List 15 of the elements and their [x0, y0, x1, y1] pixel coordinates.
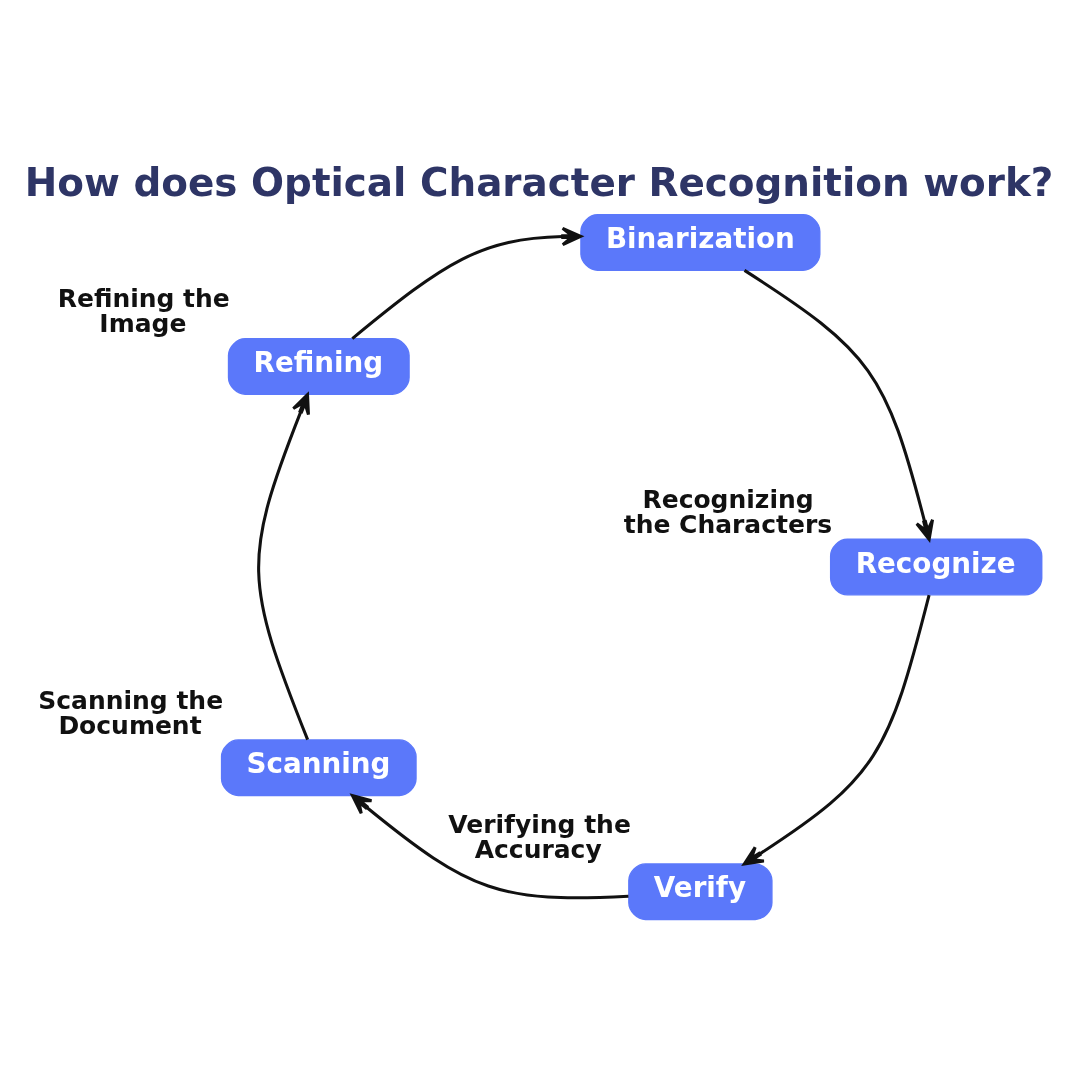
arrow — [351, 226, 583, 340]
node-label: Scanning the Document — [38, 685, 224, 740]
arrow — [743, 269, 935, 541]
node-box: Verify — [628, 863, 773, 921]
arrow — [742, 594, 931, 866]
node-label: Verifying the Accuracy — [448, 809, 631, 864]
node-box: Scanning — [220, 739, 417, 797]
node-box: Refining — [227, 338, 410, 395]
node-box: Binarization — [580, 214, 821, 271]
node-box: Recognize — [829, 538, 1043, 596]
diagram-title: How does Optical Character Recognition work? — [24, 159, 1054, 205]
arrow — [350, 794, 629, 900]
arrow — [257, 393, 310, 741]
node-label: Refining the Image — [57, 284, 230, 339]
node-label: Recognizing the Characters — [623, 484, 833, 539]
